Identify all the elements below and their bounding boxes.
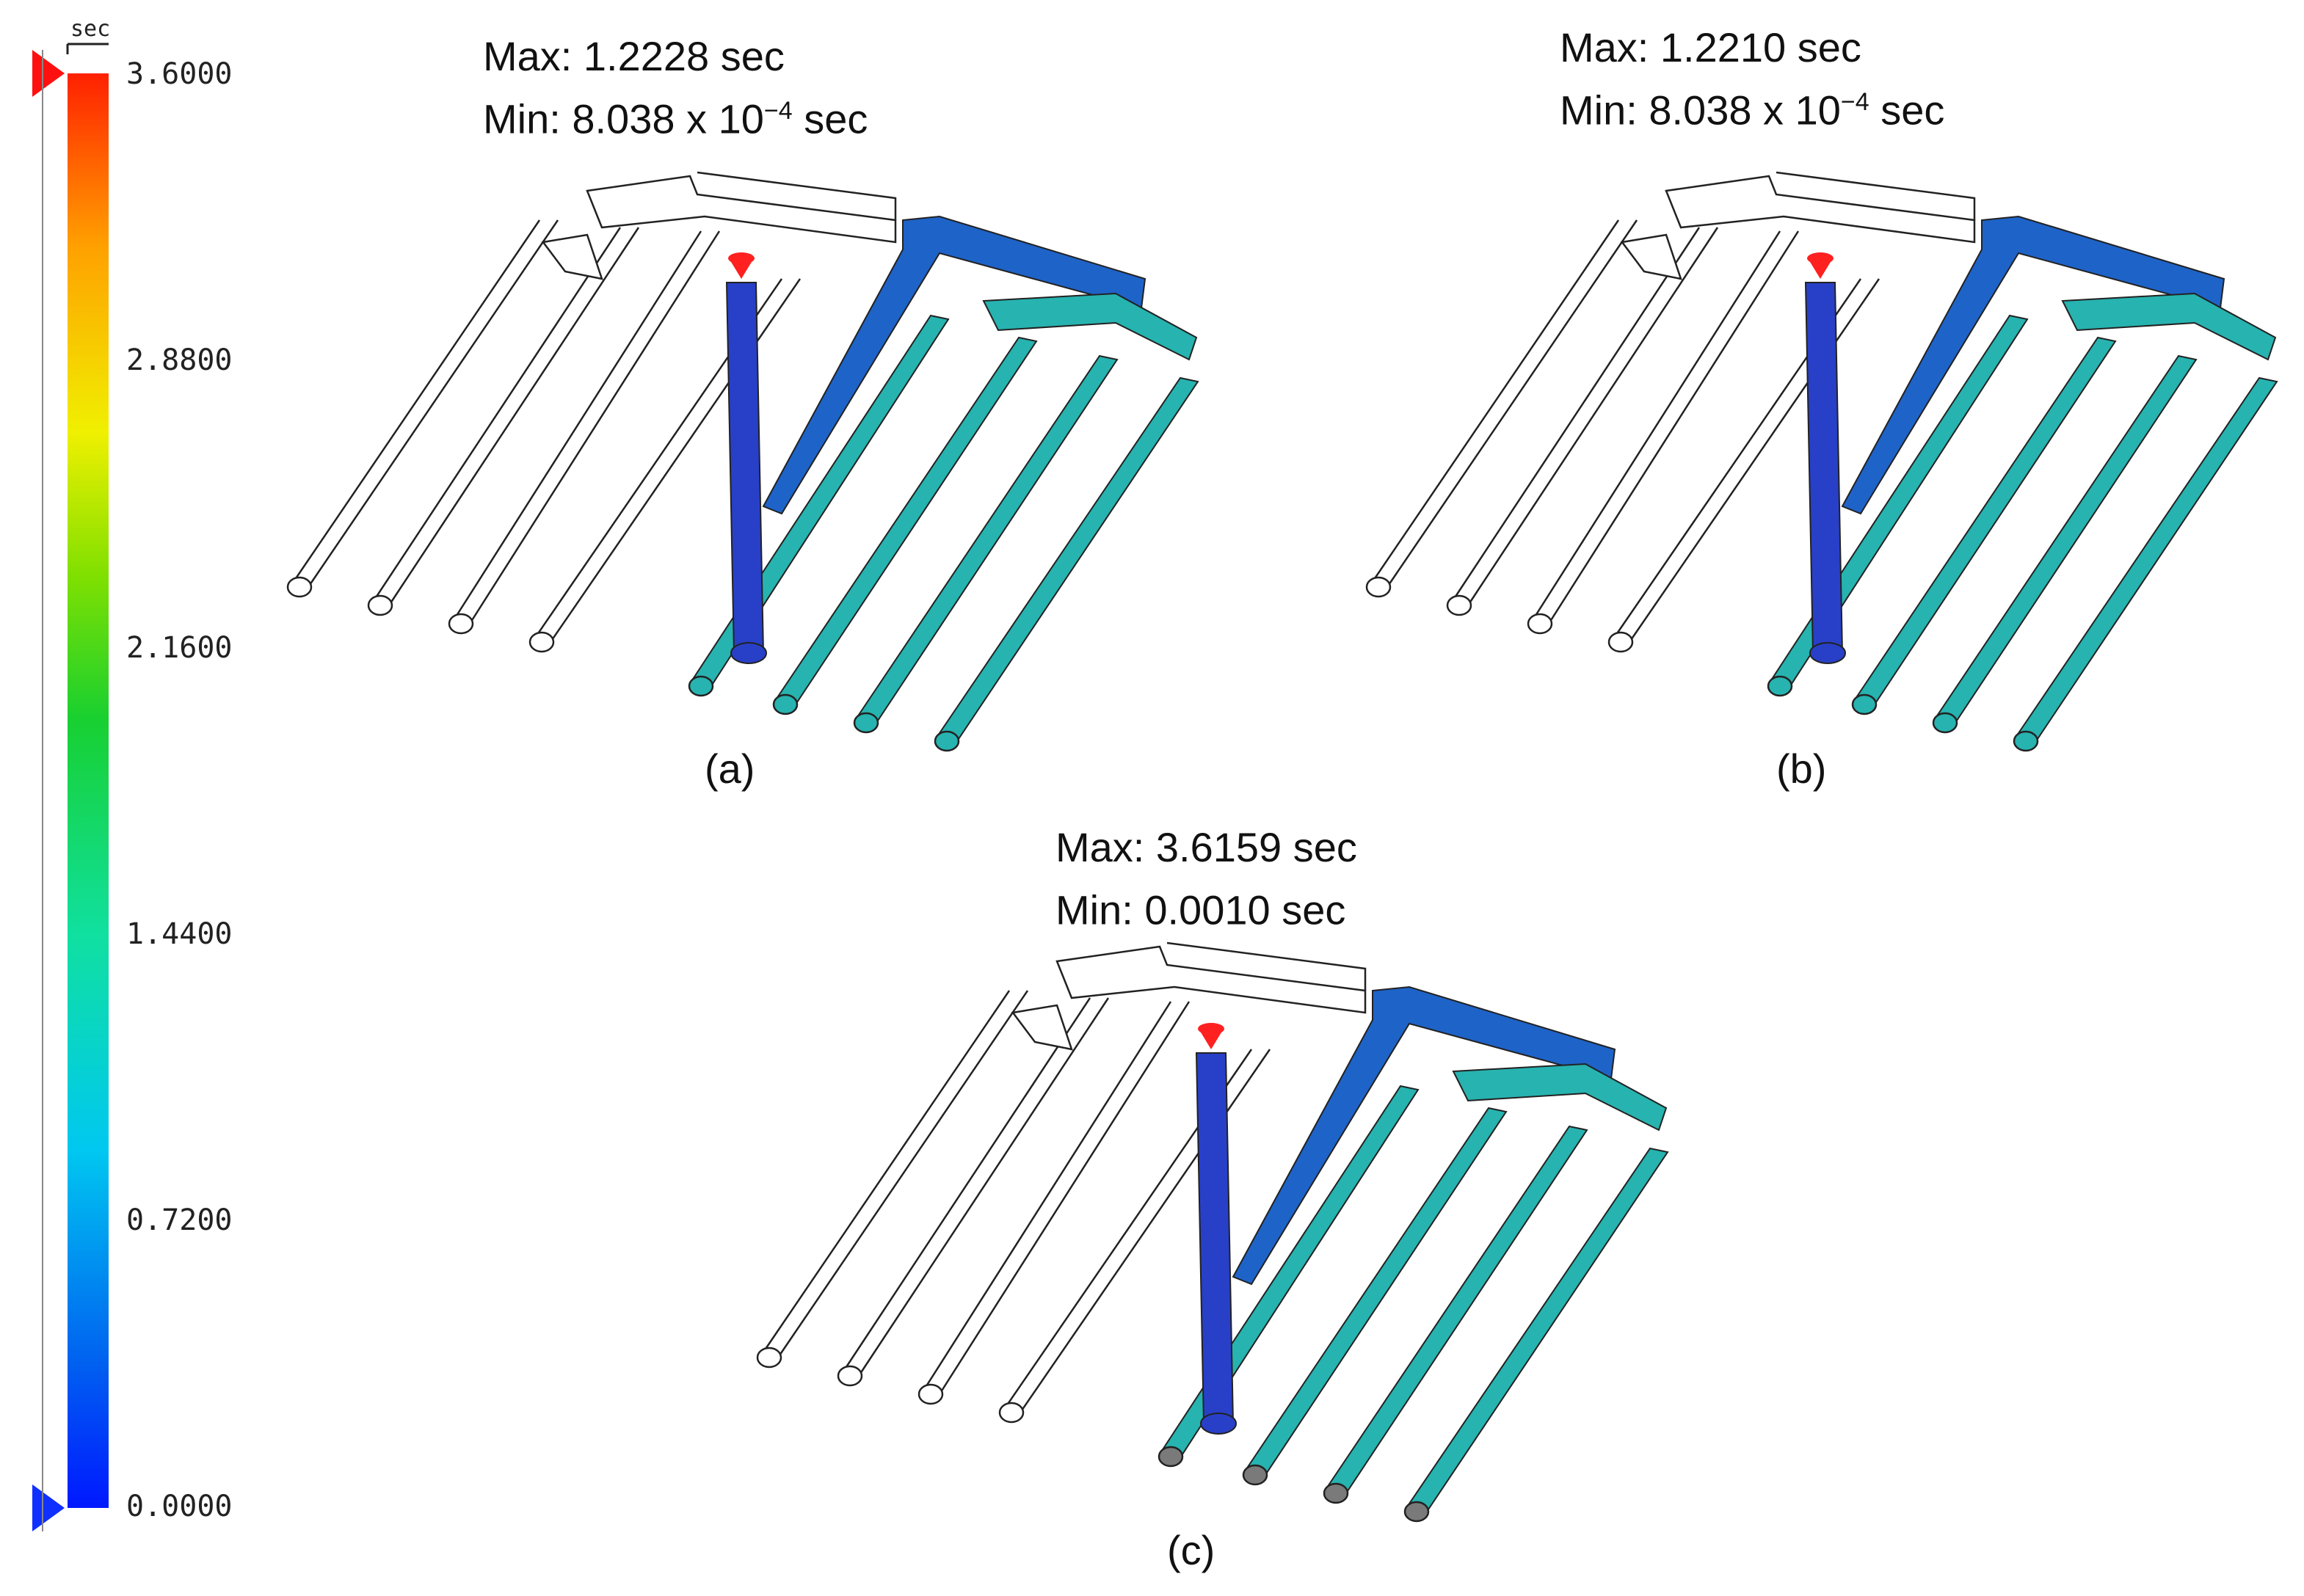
sprue-base [730, 642, 767, 664]
unfilled-bar-end [998, 1402, 1025, 1424]
panel-c-annotation: Max: 3.6159 sec Min: 0.0010 sec [1055, 820, 1357, 938]
unfilled-bar-end [1607, 631, 1634, 653]
unfilled-gate-block [541, 233, 603, 280]
panel-b-annotation: Max: 1.2210 sec Min: 8.038 x 10−4 sec [1560, 21, 1944, 138]
unfilled-bar-edge [1019, 1049, 1271, 1413]
unfilled-bar-edge [1467, 227, 1719, 606]
sprue [1195, 1052, 1235, 1424]
color-legend [32, 43, 109, 1531]
legend-tick-label: 0.7200 [126, 1203, 233, 1237]
filled-bar-end [1932, 712, 1958, 734]
unfilled-runner-edge [697, 171, 897, 220]
panel-c-model [756, 941, 1669, 1523]
filled-bar-end [2013, 730, 2039, 752]
unfilled-bar-edge [1628, 278, 1880, 643]
legend-tick-label: 3.6000 [126, 57, 233, 91]
unfilled-bar-edge [938, 1001, 1191, 1395]
unfilled-bar-end [448, 613, 474, 635]
sprue-base [1200, 1413, 1237, 1435]
unfilled-bar-edge [1367, 219, 1620, 588]
injection-point-marker-top [1807, 252, 1834, 264]
unfilled-bar-edge [450, 230, 702, 624]
panel-b-min: Min: 8.038 x 10−4 sec [1560, 87, 1945, 134]
filled-bar-end [1403, 1501, 1430, 1523]
unfilled-bar-edge [307, 219, 559, 588]
panel-c-label: (c) [1167, 1527, 1215, 1573]
legend-tick-label: 2.8800 [126, 343, 233, 377]
panel-b-max: Max: 1.2210 sec [1560, 24, 1861, 70]
sprue [725, 282, 765, 654]
unfilled-bar-edge [777, 990, 1029, 1358]
filled-secondary-runner [2061, 292, 2277, 361]
unfilled-bar-edge [1448, 227, 1701, 606]
unfilled-bar-end [756, 1347, 782, 1369]
panel-a-max: Max: 1.2228 sec [483, 33, 785, 79]
unfilled-bar-end [837, 1365, 863, 1387]
filled-bar-end [1242, 1464, 1268, 1486]
unfilled-bar-edge [468, 230, 721, 624]
filled-main-runner [1232, 985, 1616, 1286]
unfilled-bar-end [528, 631, 555, 653]
sprue-base [1809, 642, 1846, 664]
unfilled-bar-edge [857, 997, 1110, 1377]
filled-bar-end [1767, 675, 1793, 697]
unfilled-bar-edge [1547, 230, 1800, 624]
unfilled-gate-block [1620, 233, 1682, 280]
unfilled-gate-block [1011, 1004, 1073, 1051]
panel-a-annotation: Max: 1.2228 sec Min: 8.038 x 10−4 sec [483, 29, 868, 147]
unfilled-bar-edge [288, 219, 541, 588]
unfilled-bar-edge [1386, 219, 1638, 588]
unfilled-runner-frame [586, 175, 897, 244]
legend-max-marker-icon [32, 50, 65, 97]
legend-color-bar [68, 73, 109, 1508]
filled-bar-end [1851, 693, 1878, 715]
legend-min-marker-icon [32, 1484, 65, 1531]
panel-b-model [1365, 171, 2278, 752]
unfilled-bar-end [367, 594, 393, 616]
panel-a-model [286, 171, 1199, 752]
filled-bar-end [853, 712, 879, 734]
unfilled-bar-end [1446, 594, 1472, 616]
filled-bar-end [1323, 1482, 1349, 1504]
panel-c-min: Min: 0.0010 sec [1055, 886, 1346, 933]
panel-a-min: Min: 8.038 x 10−4 sec [483, 95, 868, 142]
filled-bar-end [688, 675, 714, 697]
unfilled-bar-end [286, 576, 313, 598]
injection-point-marker-top [1198, 1023, 1224, 1035]
sprue [1804, 282, 1844, 654]
legend-tick-label: 0.0000 [126, 1490, 233, 1523]
legend-unit: sec [70, 16, 111, 42]
unfilled-bar-edge [549, 278, 802, 643]
filled-bar-end [934, 730, 960, 752]
legend-tick-label: 1.4400 [126, 917, 233, 951]
unfilled-bar-end [1527, 613, 1553, 635]
unfilled-bar-edge [758, 990, 1011, 1358]
legend-tick-label: 2.1600 [126, 631, 233, 665]
panel-b-label: (b) [1776, 746, 1827, 792]
filled-secondary-runner [1452, 1063, 1668, 1132]
panel-c-max: Max: 3.6159 sec [1055, 824, 1357, 870]
unfilled-bar-edge [839, 997, 1091, 1377]
filled-secondary-runner [982, 292, 1198, 361]
filled-bar-end [772, 693, 799, 715]
unfilled-bar-edge [1529, 230, 1781, 624]
unfilled-runner-edge [1776, 171, 1976, 220]
panel-a-label: (a) [705, 746, 755, 792]
filled-main-runner [762, 215, 1146, 515]
unfilled-bar-end [917, 1383, 944, 1405]
unfilled-runner-frame [1055, 945, 1367, 1014]
unfilled-runner-frame [1665, 175, 1976, 244]
filled-main-runner [1841, 215, 2225, 515]
unfilled-bar-edge [388, 227, 640, 606]
unfilled-bar-edge [369, 227, 622, 606]
unfilled-runner-edge [1166, 941, 1367, 991]
injection-point-marker-top [728, 252, 755, 264]
unfilled-bar-end [1365, 576, 1392, 598]
unfilled-bar-edge [920, 1001, 1172, 1395]
filled-bar-end [1158, 1446, 1184, 1468]
